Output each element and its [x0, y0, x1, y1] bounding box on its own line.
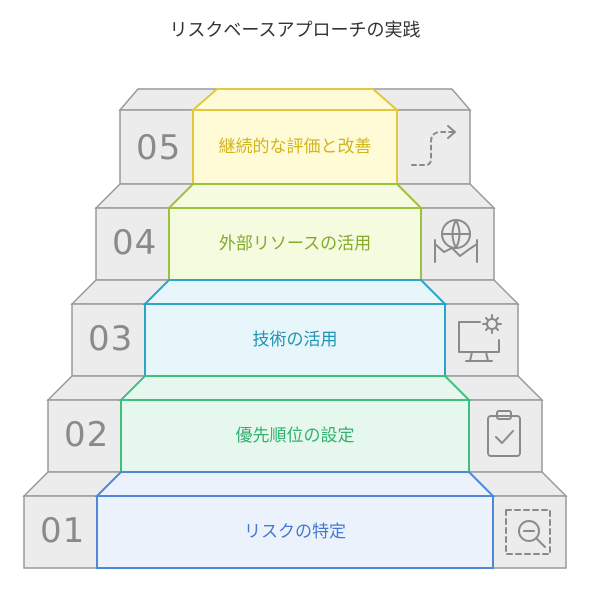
panel-01 — [94, 471, 496, 569]
handshake-globe-icon — [434, 219, 478, 263]
step-label-02: 優先順位の設定 — [235, 426, 355, 446]
step-number-02: 02 — [64, 415, 110, 455]
trend-arrow-icon — [411, 125, 456, 166]
step-label-01: リスクの特定 — [244, 522, 346, 542]
panel-05 — [190, 88, 400, 185]
magnifier-scan-icon — [505, 509, 551, 555]
step-label-04: 外部リソースの活用 — [218, 234, 372, 254]
step-label-05: 継続的な評価と改善 — [218, 137, 372, 157]
monitor-gear-icon — [458, 314, 502, 362]
step-number-05: 05 — [136, 128, 182, 168]
step-label-03: 技術の活用 — [252, 330, 338, 350]
step-number-04: 04 — [112, 223, 158, 263]
panel-03 — [142, 279, 448, 377]
clipboard-check-icon — [487, 410, 521, 457]
step-number-03: 03 — [88, 319, 134, 359]
step-number-01: 01 — [40, 511, 86, 551]
panel-02 — [118, 375, 472, 473]
diagram-title: リスクベースアプローチの実践 — [169, 20, 421, 41]
